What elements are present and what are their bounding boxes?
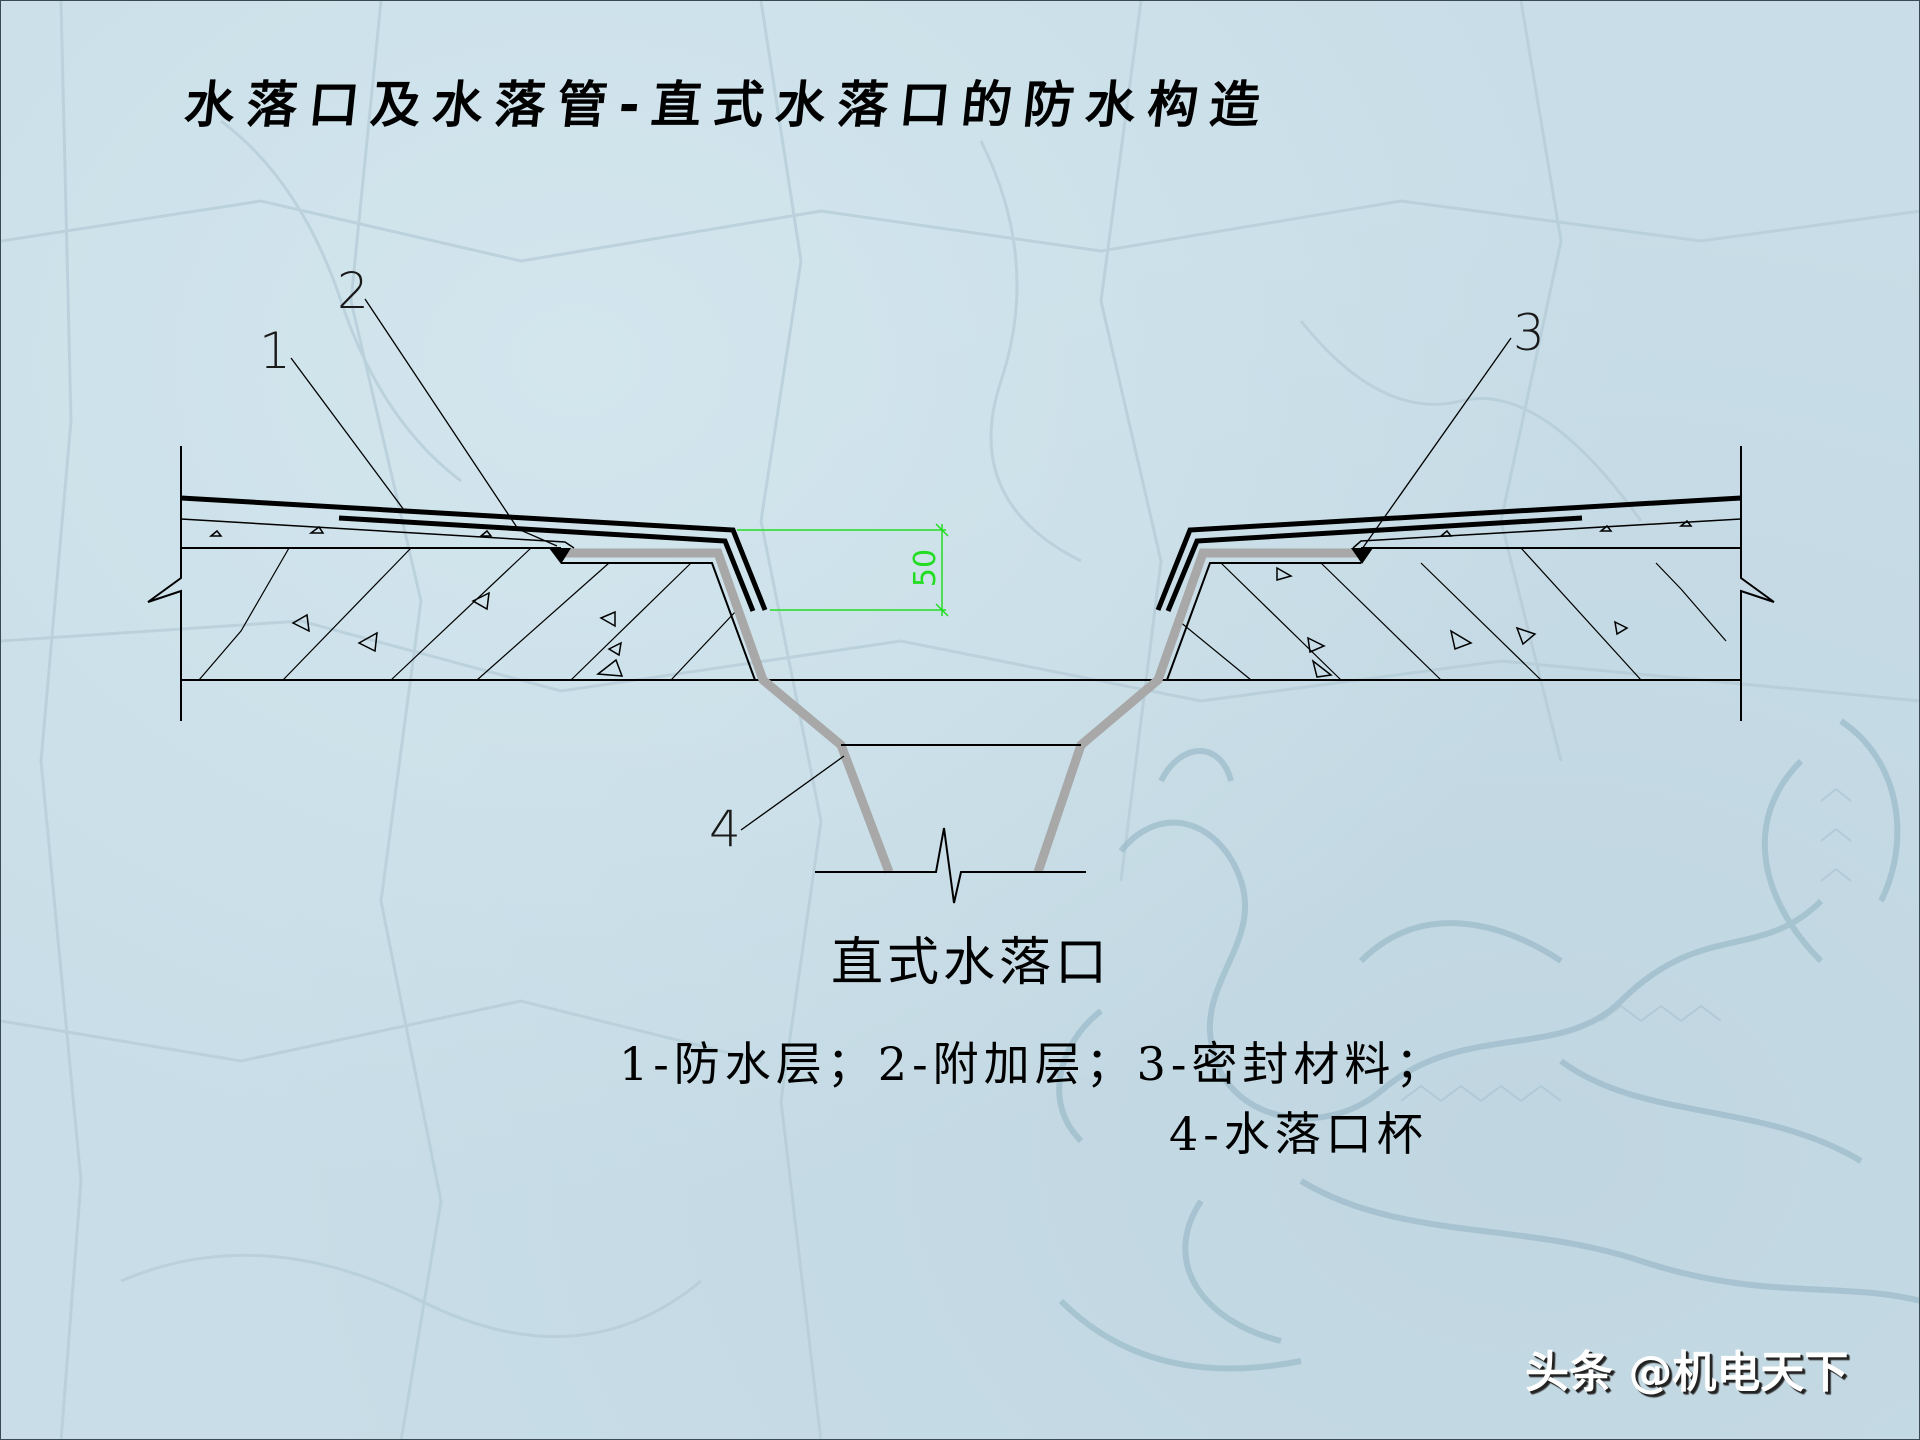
leader-lines	[290, 298, 1512, 831]
screed-layer	[180, 518, 1742, 549]
watermark: 头条 @机电天下	[1525, 1347, 1849, 1398]
legend-line-2: 4-水落口杯	[1169, 1107, 1428, 1161]
callout-1-label: 1	[259, 322, 291, 380]
waterproof-layers	[180, 495, 1742, 612]
waterproof-layer-1-left	[180, 495, 768, 611]
waterproof-layer-1-right	[1155, 495, 1742, 611]
sealant-marks	[549, 548, 1373, 564]
callout-2-label: 2	[337, 262, 369, 320]
callout-4-label: 4	[709, 800, 741, 858]
aggregate-marks	[208, 519, 1693, 678]
dragon-illustration	[1056, 718, 1919, 1372]
callout-3-label: 3	[1513, 304, 1545, 362]
legend-line-1: 1-防水层；2-附加层；3-密封材料；	[619, 1037, 1447, 1091]
concrete-hatching	[198, 547, 1727, 681]
drain-cup	[563, 548, 1359, 874]
drain-pipe-lines	[815, 744, 1086, 904]
dimension-lines	[737, 523, 949, 617]
drawing-caption: 直式水落口	[831, 933, 1112, 993]
dimension-50-label: 50	[908, 548, 944, 588]
structural-slab	[181, 547, 1741, 681]
wall-break-lines	[147, 446, 1775, 721]
additional-layer-2-right	[1165, 515, 1583, 612]
additional-layer-2-left	[338, 515, 756, 612]
